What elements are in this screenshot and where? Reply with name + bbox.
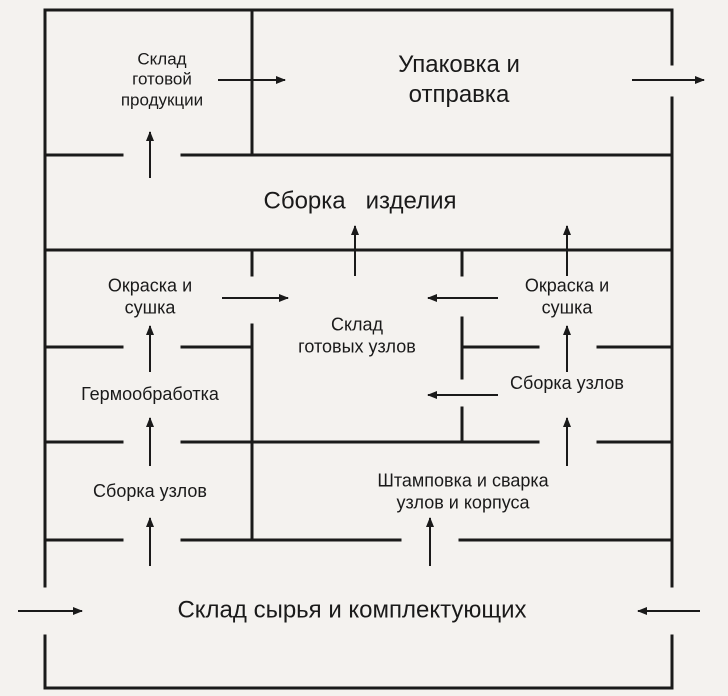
area-paint-dry-left: Окраска и сушка: [107, 275, 193, 317]
area-raw-materials-store: Склад сырья и комплектующих: [177, 596, 527, 624]
area-finished-units-store: Склад готовых узлов: [298, 314, 416, 356]
area-units-assembly-right: Сборка узлов: [510, 373, 624, 394]
area-packing-shipping: Упаковка и отправка: [398, 51, 520, 108]
area-product-assembly: Сборка изделия: [263, 187, 457, 215]
area-stamping-welding: Штамповка и сварка узлов и корпуса: [377, 470, 549, 512]
area-units-assembly-left: Сборка узлов: [93, 481, 207, 502]
area-heat-treatment: Гермообработка: [81, 384, 219, 405]
area-finished-goods-store: Склад готовой продукции: [120, 49, 204, 110]
area-paint-dry-right: Окраска и сушка: [524, 275, 610, 317]
